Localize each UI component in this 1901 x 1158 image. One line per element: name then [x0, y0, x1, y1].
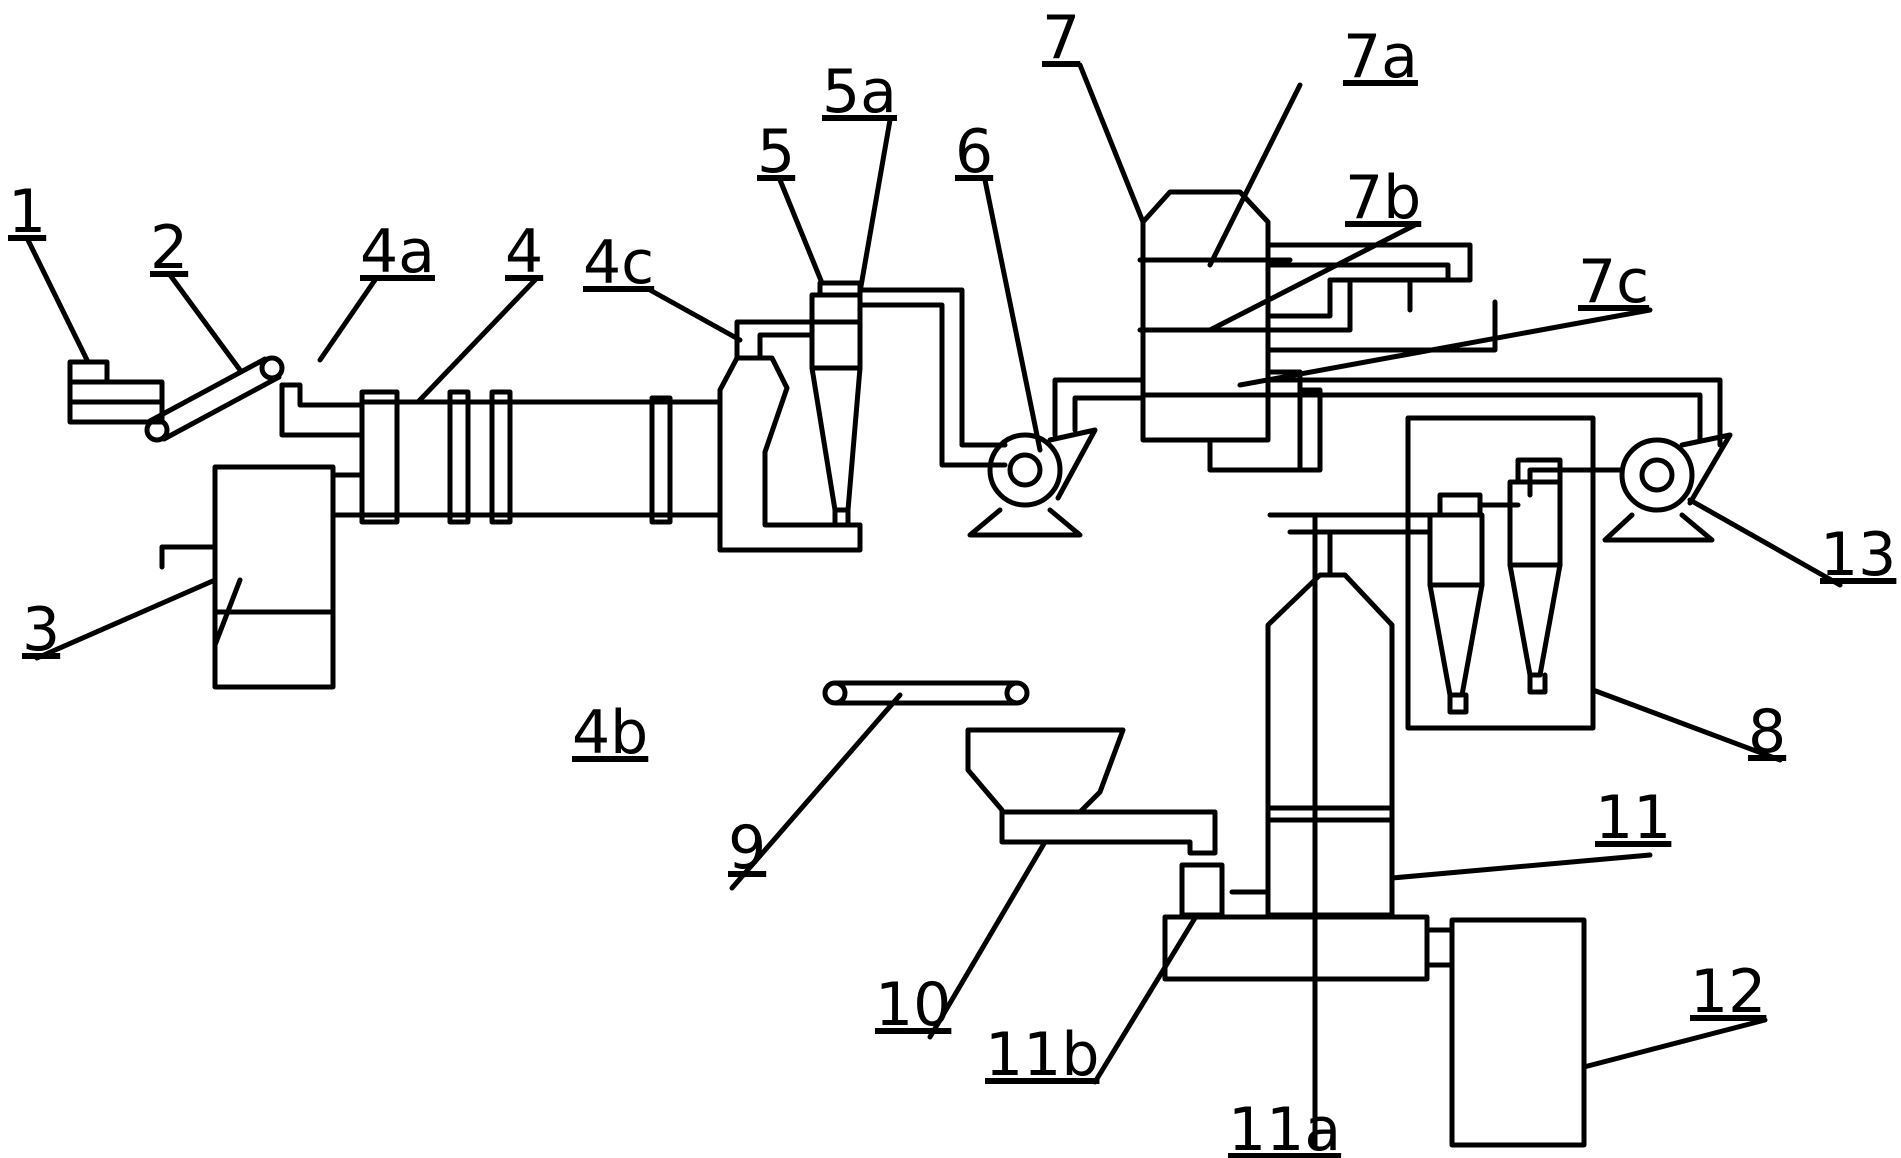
dryer-feed-inlet [279, 382, 365, 438]
label-6: 6 [955, 117, 993, 187]
label-10: 10 [875, 970, 951, 1040]
label-4a: 4a [360, 217, 435, 287]
label-1: 1 [8, 177, 46, 247]
label-5a: 5a [822, 57, 897, 127]
exhaust-fan [1527, 432, 1733, 543]
label-7a: 7a [1343, 22, 1418, 92]
label-9: 9 [728, 813, 766, 883]
dual-cyclone-collector [1405, 415, 1596, 731]
label-4b: 4b [572, 698, 648, 768]
label-7c: 7c [1578, 247, 1649, 317]
induced-draft-fan [967, 377, 1146, 538]
label-11a: 11a [1228, 1095, 1341, 1158]
label-7b: 7b [1345, 163, 1421, 233]
horizontal-belt-conveyor [822, 680, 1030, 706]
label-11b: 11b [985, 1020, 1099, 1090]
raw-material-bin [67, 359, 165, 425]
rotary-dryer [359, 389, 723, 525]
label-11: 11 [1595, 783, 1671, 853]
mill-base [1162, 889, 1455, 982]
label-8: 8 [1748, 697, 1786, 767]
mill-feed-inlet [1179, 862, 1225, 918]
cyclone-to-fan-duct [857, 287, 1008, 468]
cyclone-separator [809, 280, 863, 528]
label-12: 12 [1690, 957, 1766, 1027]
receiving-hopper [965, 727, 1218, 856]
label-5: 5 [757, 117, 795, 187]
label-2: 2 [150, 213, 188, 283]
label-7: 7 [1042, 3, 1080, 73]
motor-cabinet [1449, 917, 1587, 1148]
part-labels: 1 2 3 4 4a 4b 4c 5 5a 6 7 7a 7b 7c 8 9 1… [8, 3, 1896, 1158]
label-3: 3 [22, 595, 60, 665]
label-4: 4 [505, 217, 543, 287]
label-4c: 4c [583, 228, 654, 298]
leader-lines [25, 62, 1843, 1085]
scrubber-tower [1137, 189, 1498, 473]
dryer-discharge-hood [717, 319, 863, 553]
label-13: 13 [1820, 520, 1896, 590]
hot-air-furnace [159, 464, 365, 690]
scrubber-to-fan-duct [1265, 377, 1723, 448]
inclined-belt-conveyor [144, 355, 285, 443]
